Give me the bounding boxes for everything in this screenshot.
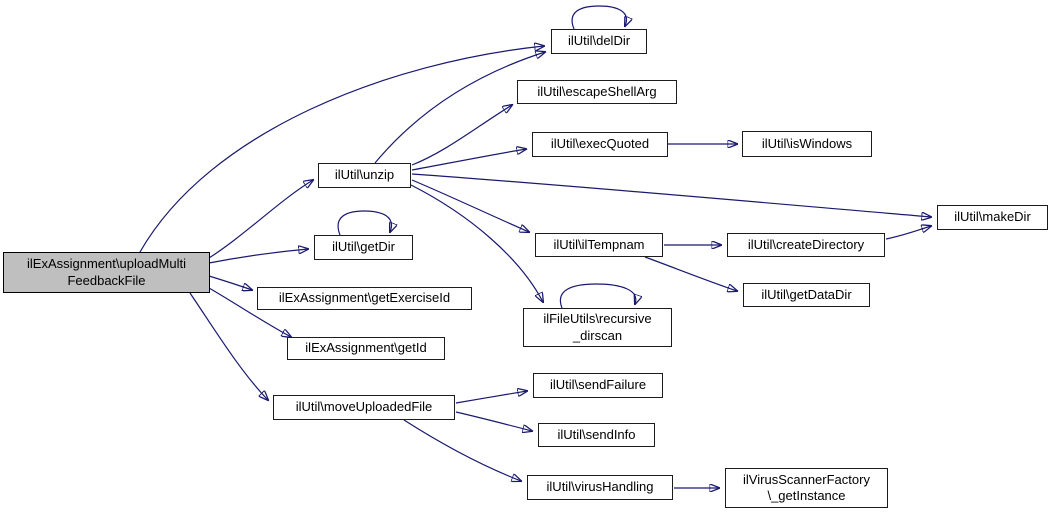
edge-recursive-selfloop [559, 283, 635, 309]
edge-main-unzip [208, 180, 313, 259]
node-uploadmultifeedbackfile: ilExAssignment\uploadMulti FeedbackFile [3, 252, 210, 293]
node-iltempnam[interactable]: ilUtil\ilTempnam [535, 233, 663, 257]
edge-unzip-makedir [411, 173, 931, 217]
node-recursive-dirscan[interactable]: ilFileUtils\recursive _dirscan [523, 308, 672, 347]
edge-createdirectory-makedir [885, 226, 931, 240]
node-getdatadir[interactable]: ilUtil\getDataDir [743, 283, 870, 307]
edge-unzip-iltempnam [411, 179, 529, 232]
node-unzip[interactable]: ilUtil\unzip [318, 163, 411, 188]
node-createdirectory[interactable]: ilUtil\createDirectory [727, 233, 885, 257]
edge-main-getdir [208, 249, 308, 264]
edge-unzip-deldir [374, 52, 545, 164]
edge-move-sendfailure [455, 391, 527, 404]
node-getdir[interactable]: ilUtil\getDir [314, 235, 413, 260]
edge-main-getid [208, 287, 291, 337]
edge-main-deldir [139, 46, 544, 253]
edge-move-sendinfo [455, 411, 532, 431]
node-sendfailure[interactable]: ilUtil\sendFailure [533, 373, 663, 398]
edge-unzip-recursive [410, 184, 543, 302]
edge-main-moveuploadedfile [189, 292, 268, 400]
edge-main-getexerciseid [208, 275, 252, 290]
node-sendinfo[interactable]: ilUtil\sendInfo [538, 423, 655, 447]
edge-iltempnam-getdatadir [644, 256, 737, 291]
edge-unzip-escapeshellarg [411, 105, 512, 166]
node-makedir[interactable]: ilUtil\makeDir [937, 205, 1048, 230]
node-execquoted[interactable]: ilUtil\execQuoted [532, 132, 668, 157]
node-deldir[interactable]: ilUtil\delDir [551, 29, 647, 54]
node-getexerciseid[interactable]: ilExAssignment\getExerciseId [257, 287, 472, 310]
edge-move-virushandling [403, 419, 521, 481]
node-iswindows[interactable]: ilUtil\isWindows [742, 131, 872, 157]
node-virusscannerfactory-getinstance[interactable]: ilVirusScannerFactory \_getInstance [725, 468, 888, 508]
node-moveuploadedfile[interactable]: ilUtil\moveUploadedFile [273, 395, 455, 420]
edge-unzip-execquoted [411, 149, 526, 171]
edge-deldir-selfloop [571, 5, 626, 30]
edge-getdir-selfloop [337, 210, 391, 236]
node-getid[interactable]: ilExAssignment\getId [287, 337, 445, 360]
node-virushandling[interactable]: ilUtil\virusHandling [527, 475, 673, 500]
node-escapeshellarg[interactable]: ilUtil\escapeShellArg [517, 80, 677, 104]
